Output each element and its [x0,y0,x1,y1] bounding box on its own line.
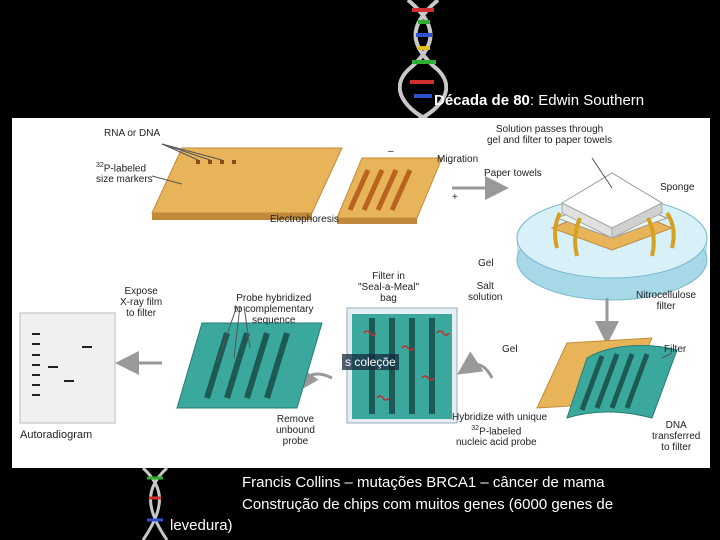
label-migration: Migration [437,154,479,165]
label-remove-probe: Remove unbound probe [276,414,315,447]
bottom-line-3: levedura) [170,517,233,534]
label-minus: – [388,146,394,157]
gel-and-filter [536,337,678,419]
label-gel-right: Gel [478,258,494,269]
label-nitrocellulose: Nitrocellulose filter [636,290,697,312]
filter-with-probe [176,305,323,409]
heading: Década de 80: Edwin Southern [434,92,644,109]
label-rna-dna: RNA or DNA [104,128,161,139]
label-solution: Solution passes through gel and filter t… [487,124,613,146]
gel-with-bands [336,157,443,224]
label-electrophoresis: Electrophoresis [270,214,339,225]
label-probe-hybridized: Probe hybridized to complementary sequen… [234,293,314,326]
label-filter-lower: Filter [664,344,687,355]
bottom-line-2: Construção de chips com muitos genes (60… [242,496,614,513]
bottom-line-1: Francis Collins – mutações BRCA1 – cânce… [242,474,605,491]
transfer-apparatus [516,157,708,301]
label-paper-towels: Paper towels [484,168,542,179]
dna-helix-bottom-icon [141,468,169,540]
label-filter-in-bag: Filter in "Seal-a-Meal" bag [358,271,420,304]
label-dna-transferred: DNA transferred to filter [652,420,701,453]
heading-rest: : Edwin Southern [529,92,645,109]
overlay-text: s coleçõe [342,354,399,370]
gel-with-wells [151,147,343,220]
label-plus: + [452,192,458,203]
dna-helix-top-icon [398,0,448,120]
label-salt-solution: Salt solution [468,281,503,303]
label-sponge: Sponge [660,182,695,193]
heading-bold: Década de 80 [434,92,530,109]
seal-a-meal-bag [346,307,458,424]
label-gel-lower: Gel [502,344,518,355]
label-hybridize: Hybridize with unique [452,412,548,423]
southern-blot-diagram [19,143,708,424]
autoradiogram-film [19,312,116,424]
label-size-markers: 32P-labeled size markers [96,162,153,186]
label-expose: Expose X-ray film to filter [120,286,163,319]
southern-blot-figure: RNA or DNA 32P-labeled size markers Elec… [12,118,710,468]
label-hybridize-probe: 32P-labeled nucleic acid probe [456,425,537,449]
label-autoradiogram: Autoradiogram [20,429,93,441]
